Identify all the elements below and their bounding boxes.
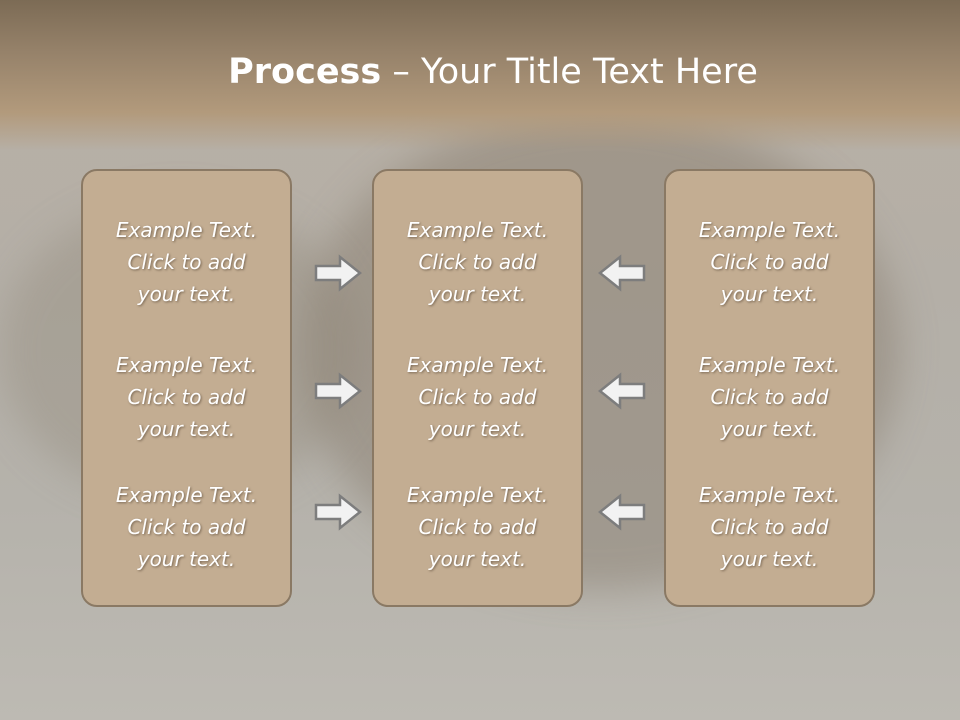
text-line: Example Text. — [406, 353, 549, 377]
slide-title-bold: Process — [228, 52, 382, 92]
process-box-right[interactable]: Example Text. Click to add your text. Ex… — [664, 169, 875, 607]
slide-title[interactable]: Process – Your Title Text Here — [0, 52, 960, 92]
text-line: Example Text. — [115, 353, 258, 377]
text-block[interactable]: Example Text. Click to add your text. — [374, 349, 581, 445]
text-line: Example Text. — [406, 218, 549, 242]
text-line: Example Text. — [698, 353, 841, 377]
text-line: Click to add — [127, 250, 246, 274]
text-line: Click to add — [418, 250, 537, 274]
text-line: Example Text. — [115, 483, 258, 507]
text-line: Click to add — [710, 385, 829, 409]
text-line: your text. — [428, 547, 527, 571]
text-line: Click to add — [127, 515, 246, 539]
text-block[interactable]: Example Text. Click to add your text. — [666, 349, 873, 445]
text-line: your text. — [137, 547, 236, 571]
right-arrow-icon[interactable] — [314, 254, 362, 292]
text-line: Click to add — [418, 385, 537, 409]
slide-title-rest: – Your Title Text Here — [381, 52, 758, 92]
text-line: your text. — [720, 282, 819, 306]
text-block[interactable]: Example Text. Click to add your text. — [666, 214, 873, 310]
text-block[interactable]: Example Text. Click to add your text. — [666, 479, 873, 575]
text-line: your text. — [137, 282, 236, 306]
left-arrow-icon[interactable] — [598, 254, 646, 292]
text-line: Example Text. — [698, 483, 841, 507]
text-line: your text. — [137, 417, 236, 441]
text-line: Click to add — [127, 385, 246, 409]
text-line: your text. — [720, 547, 819, 571]
text-line: Example Text. — [698, 218, 841, 242]
text-block[interactable]: Example Text. Click to add your text. — [374, 479, 581, 575]
text-line: Click to add — [418, 515, 537, 539]
text-line: Click to add — [710, 250, 829, 274]
right-arrow-icon[interactable] — [314, 493, 362, 531]
title-band — [0, 0, 960, 150]
text-line: your text. — [428, 417, 527, 441]
text-block[interactable]: Example Text. Click to add your text. — [83, 214, 290, 310]
text-line: your text. — [720, 417, 819, 441]
text-block[interactable]: Example Text. Click to add your text. — [83, 349, 290, 445]
text-line: Click to add — [710, 515, 829, 539]
right-arrow-icon[interactable] — [314, 372, 362, 410]
process-box-center[interactable]: Example Text. Click to add your text. Ex… — [372, 169, 583, 607]
text-block[interactable]: Example Text. Click to add your text. — [374, 214, 581, 310]
text-line: Example Text. — [406, 483, 549, 507]
left-arrow-icon[interactable] — [598, 493, 646, 531]
left-arrow-icon[interactable] — [598, 372, 646, 410]
text-line: Example Text. — [115, 218, 258, 242]
text-block[interactable]: Example Text. Click to add your text. — [83, 479, 290, 575]
process-box-left[interactable]: Example Text. Click to add your text. Ex… — [81, 169, 292, 607]
text-line: your text. — [428, 282, 527, 306]
